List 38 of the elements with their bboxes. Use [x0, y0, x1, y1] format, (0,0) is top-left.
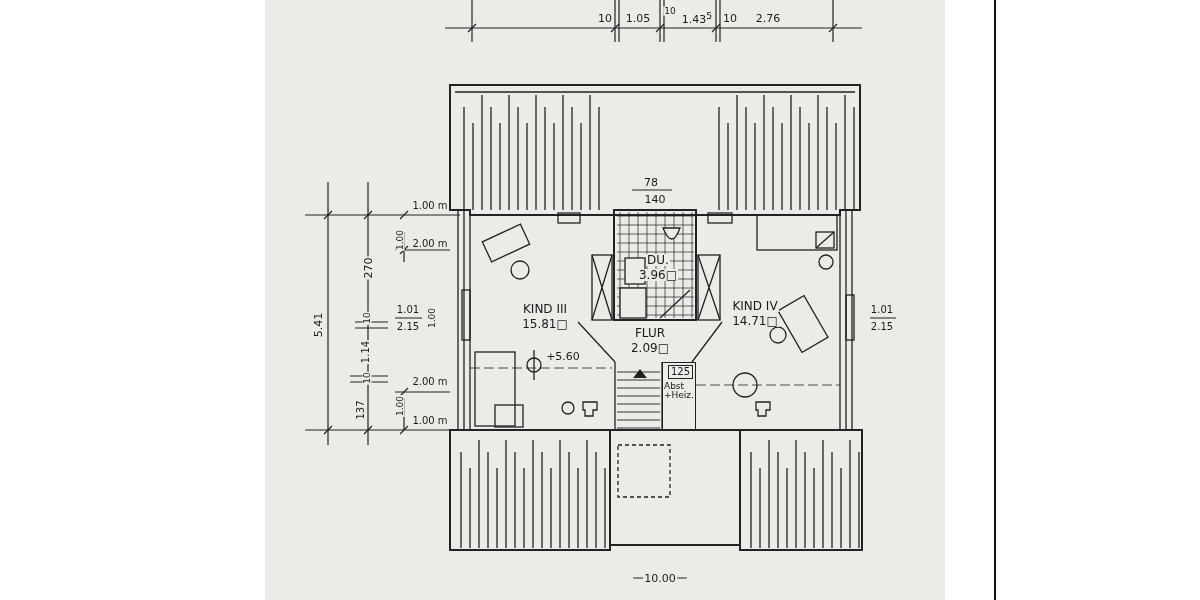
room-area: 15.81□	[521, 318, 569, 330]
dimension-label: 137	[356, 399, 366, 421]
dimension-label: 140	[643, 193, 667, 205]
dimension-label: 2.15	[395, 322, 421, 332]
dimension-label: 2.00 m	[411, 377, 449, 387]
dimension-label: 5.41	[312, 311, 324, 339]
room-area: 3.96□	[637, 269, 679, 281]
dimension-label: 1.00	[395, 229, 405, 251]
dimension-label: 2.76	[754, 12, 782, 24]
room-area: 14.71□	[731, 315, 779, 327]
utility-room	[662, 362, 696, 430]
dimension-label: 1.00 m	[411, 201, 449, 211]
dimension-label: 1.14	[361, 339, 371, 365]
room-name: KIND III	[521, 303, 569, 315]
dimension-label: 1.00 m	[411, 416, 449, 426]
dimension-label: 1.01	[869, 305, 895, 315]
dimension-label: 1.05	[624, 12, 652, 24]
dimension-label: 1.01	[395, 305, 421, 315]
dimension-label: 2.00 m	[411, 239, 449, 249]
room-name: Abst +Heiz.	[663, 382, 695, 400]
room-name: KIND IV	[731, 300, 779, 312]
dimension-label: 10.00	[643, 572, 677, 584]
dimension-label: 1.00	[427, 307, 437, 329]
dimension-label: 10	[362, 311, 372, 325]
meter-label: 125	[667, 365, 693, 379]
room-area: 2.09□	[629, 342, 671, 354]
dimension-label: 1.00	[395, 395, 405, 417]
dimension-label: 10	[362, 371, 372, 385]
dimension-label: 10	[663, 6, 677, 16]
dimension-label: 10	[597, 12, 613, 24]
dimension-label: +5.60	[545, 350, 581, 362]
dimension-label: 78	[643, 176, 659, 188]
dimension-label: 1.43$^{5}$	[680, 10, 714, 26]
dimension-label: 270	[362, 256, 374, 280]
room-name: DU.	[646, 254, 670, 266]
dimension-label: 10	[722, 12, 738, 24]
dimension-label: 2.15	[869, 322, 895, 332]
room-name: FLUR	[633, 327, 667, 339]
